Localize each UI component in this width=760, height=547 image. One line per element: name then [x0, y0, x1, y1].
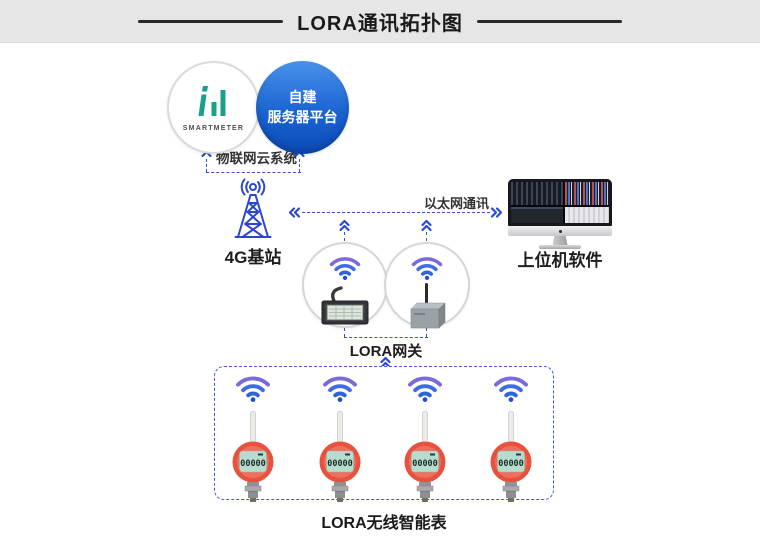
gateway2-uplink — [426, 232, 427, 241]
server-platform-circle: 自建 服务器平台 — [256, 61, 349, 154]
cloud-link-line-bottom — [206, 172, 301, 173]
svg-text:00000: 00000 — [240, 459, 266, 469]
server-label-line1: 自建 — [288, 88, 317, 105]
svg-text:00000: 00000 — [327, 459, 353, 469]
monitor-screen — [508, 179, 612, 226]
gateway2-downlink — [426, 328, 427, 337]
chevron-right-icon — [490, 206, 503, 219]
cloud-link-line-left — [206, 159, 207, 172]
meter-gauge-icon: 00000 — [308, 410, 372, 508]
smartmeter-logo-circle: SMARTMETER — [167, 61, 260, 154]
monitor-base — [539, 245, 581, 249]
meter-gauge-icon: 00000 — [393, 410, 457, 508]
monitor-chin — [508, 226, 612, 236]
smartmeter-label: SMARTMETER — [182, 124, 245, 132]
host-label: 上位机软件 — [517, 251, 603, 270]
base-station-label: 4G基站 — [224, 248, 282, 267]
lora-gateway-1 — [302, 242, 388, 328]
panel-gateway-device-icon — [319, 286, 371, 331]
wifi-icon — [320, 372, 360, 407]
host-computer-icon — [508, 179, 612, 249]
meter-group-label: LORA无线智能表 — [321, 515, 447, 532]
cloud-link-line-right — [299, 159, 300, 172]
wifi-icon — [233, 372, 273, 407]
smart-meter-1: 00000 — [221, 372, 285, 508]
meter-gauge-icon: 00000 — [221, 410, 285, 508]
wifi-icon — [405, 372, 445, 407]
chevron-up-icon — [420, 219, 433, 232]
meter-group-box — [214, 366, 554, 500]
router-gateway-device-icon — [405, 282, 449, 335]
wifi-icon — [328, 253, 362, 285]
wifi-icon — [491, 372, 531, 407]
svg-text:00000: 00000 — [412, 459, 438, 469]
smartmeter-bars-icon — [192, 84, 236, 123]
monitor-stand — [552, 236, 568, 245]
title-rule-right — [476, 19, 622, 23]
chevron-up-icon — [379, 356, 392, 369]
gateway-bracket-line — [344, 337, 428, 338]
ethernet-line — [302, 212, 490, 213]
ethernet-label: 以太网通讯 — [424, 196, 490, 211]
smart-meter-2: 00000 — [308, 372, 372, 508]
meter-gauge-icon: 00000 — [479, 410, 543, 508]
gateway-label: LORA网关 — [349, 343, 423, 360]
smart-meter-3: 00000 — [393, 372, 457, 508]
title-rule-left — [138, 19, 284, 23]
server-label-line2: 服务器平台 — [267, 108, 338, 125]
gateway1-uplink — [344, 232, 345, 241]
page-title: LORA通讯拓扑图 — [297, 12, 463, 35]
chevron-left-icon — [288, 206, 301, 219]
header: LORA通讯拓扑图 — [0, 0, 760, 43]
wifi-icon — [410, 253, 444, 285]
4g-tower-icon — [224, 178, 282, 247]
gateway1-downlink — [344, 328, 345, 337]
smart-meter-4: 00000 — [479, 372, 543, 508]
cloud-link-label: 物联网云系统 — [216, 151, 297, 166]
lora-gateway-2 — [384, 242, 470, 329]
chevron-up-icon — [338, 219, 351, 232]
svg-text:00000: 00000 — [498, 459, 524, 469]
